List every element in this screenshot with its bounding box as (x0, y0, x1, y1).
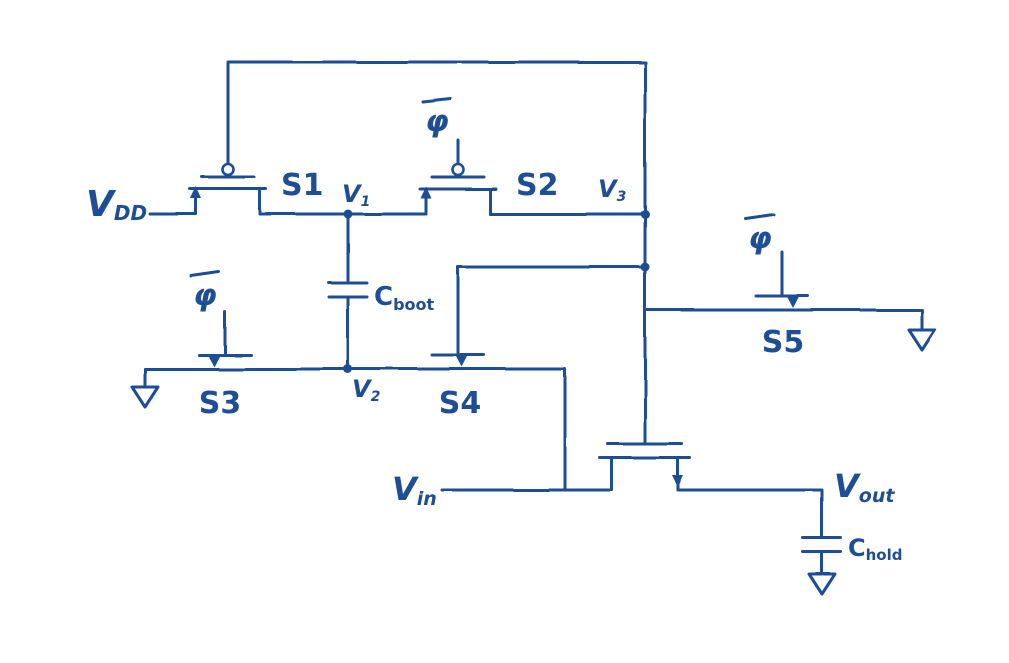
ground-symbol (130, 385, 160, 409)
ground-symbol (907, 328, 937, 352)
chold-label-sub: hold (866, 546, 903, 564)
vout-label: Vout (834, 467, 895, 507)
transistor-s2 (418, 138, 498, 216)
s1-arrow (190, 186, 202, 199)
cboot-label: Cboot (374, 282, 435, 314)
top-rail-wire (226, 60, 647, 446)
s5-out-wire (818, 308, 924, 332)
phi-overline-s2 (421, 97, 453, 104)
node-dot-s4gate (640, 262, 650, 272)
transistor-s3 (183, 310, 264, 371)
node-dot-v3 (640, 209, 650, 219)
phi-overline-s3 (189, 270, 221, 278)
vin-label: Vin (392, 470, 437, 510)
chold-label-main: C (848, 534, 866, 562)
node-dot-v2 (343, 364, 353, 374)
transistor-s1 (188, 162, 268, 216)
ground-symbol (807, 572, 837, 596)
vout-label-main: V (834, 467, 861, 505)
s5-label: S5 (762, 325, 804, 360)
s1-gate-bubble (221, 162, 235, 177)
main-arrow (672, 475, 684, 487)
vout-wire (676, 488, 824, 540)
s2-label: S2 (516, 168, 558, 203)
chold-label: Chold (848, 534, 903, 564)
cboot-label-main: C (374, 282, 393, 312)
wire-s4-to-vin (494, 367, 567, 492)
s2-arrow (420, 186, 432, 199)
vdd-label: VDD (86, 184, 147, 225)
node-dot-v1 (343, 209, 353, 219)
v1-label: V1 (342, 180, 370, 210)
vdd-label-main: V (86, 184, 117, 225)
v1-label-main: V (342, 180, 363, 208)
v2-label-sub: 2 (371, 389, 381, 405)
s3-arrow (208, 356, 220, 367)
ground-left (130, 367, 187, 409)
v3-label-sub: 3 (617, 189, 627, 205)
v1-label-sub: 1 (361, 194, 371, 210)
s1-label: S1 (281, 168, 323, 203)
capacitor-cboot (327, 212, 369, 371)
v3-label: V3 (598, 175, 626, 205)
phi-label-s3: φ (193, 278, 216, 313)
s5-arrow (787, 297, 799, 308)
s3-label: S3 (199, 386, 241, 421)
wire-s4-gate (456, 265, 647, 357)
labels-layer: VDD S1 V1 φ S2 V3 Cboot φ S3 V2 S4 φ S5 … (86, 104, 903, 564)
vout-label-sub: out (859, 485, 896, 507)
vin-label-main: V (392, 470, 419, 508)
vdd-label-sub: DD (114, 201, 147, 225)
capacitor-chold (801, 536, 843, 596)
s4-arrow (456, 356, 468, 367)
transistor-s4 (418, 353, 498, 371)
phi-label-s2: φ (425, 104, 448, 139)
phi-label-s5: φ (748, 221, 771, 256)
phi-overline-s5 (744, 213, 776, 221)
cboot-label-sub: boot (393, 295, 434, 314)
v2-label-main: V (352, 375, 373, 403)
ground-right (818, 308, 937, 352)
transistor-s5 (743, 250, 822, 312)
s2-gate-bubble (451, 162, 465, 177)
v3-label-main: V (598, 175, 619, 203)
v2-label: V2 (352, 375, 380, 405)
s4-label: S4 (439, 386, 481, 421)
vin-label-sub: in (417, 488, 437, 510)
transistor-main-switch (598, 442, 692, 492)
